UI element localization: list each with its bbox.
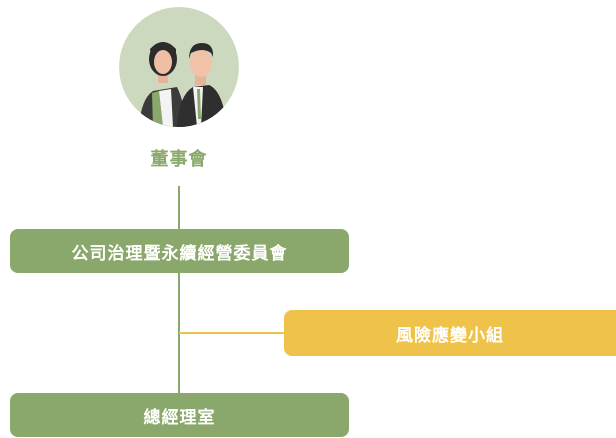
gm-office-label: 總經理室 <box>143 407 216 428</box>
connector-board-committee <box>178 186 180 230</box>
connector-risk-team <box>179 332 289 334</box>
gm-office-box: 總經理室 <box>10 393 349 437</box>
committee-box: 公司治理暨永續經營委員會 <box>10 229 349 273</box>
board-label: 董事會 <box>150 149 208 170</box>
board-avatar-icon <box>119 7 239 127</box>
risk-team-label: 風險應變小組 <box>396 325 504 346</box>
risk-team-box: 風險應變小組 <box>284 310 616 356</box>
committee-label: 公司治理暨永續經營委員會 <box>71 243 288 264</box>
